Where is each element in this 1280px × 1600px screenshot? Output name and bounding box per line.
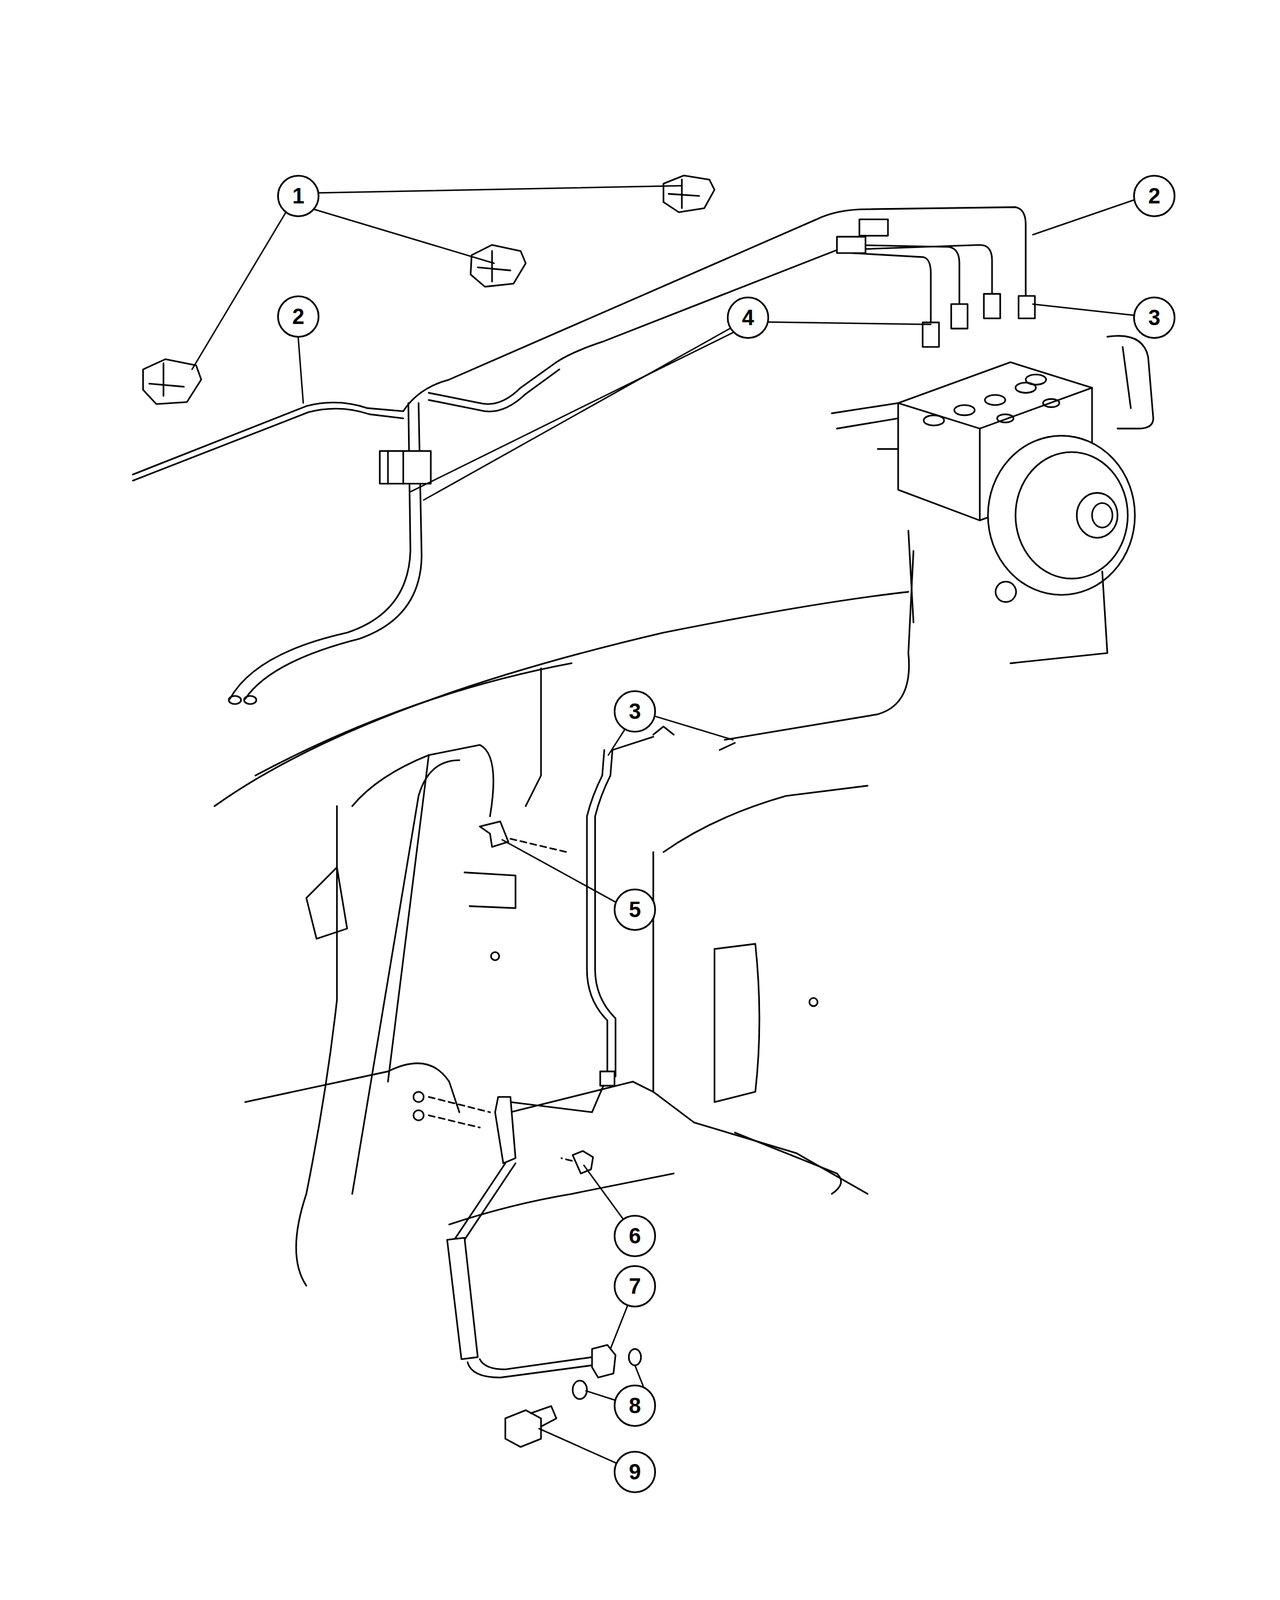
- callout-number: 2: [1133, 174, 1176, 218]
- clip: [142, 175, 715, 404]
- brake-hose: [428, 550, 914, 1447]
- callout-number: 9: [613, 1450, 656, 1494]
- callout-number: 3: [613, 690, 656, 733]
- callout-number: 4: [726, 296, 770, 339]
- callout-number: 2: [277, 295, 320, 338]
- callout-number: 7: [613, 1265, 656, 1308]
- callout-number: 3: [1133, 296, 1176, 339]
- body-panel: [214, 592, 908, 1286]
- callout-number: 6: [613, 1214, 656, 1258]
- abs-module: [832, 336, 1154, 664]
- leader-line: [192, 185, 1134, 1464]
- callout-number: 8: [613, 1384, 656, 1427]
- callout-number: 1: [277, 174, 320, 218]
- callout-number: 5: [613, 888, 656, 931]
